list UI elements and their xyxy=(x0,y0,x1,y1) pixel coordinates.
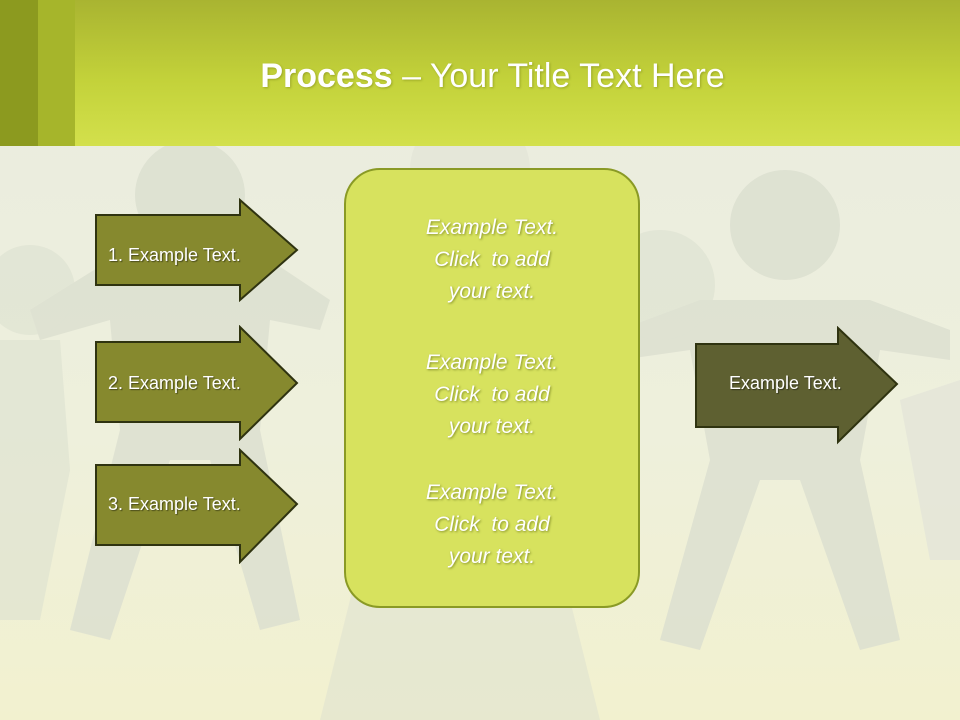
banner-stripe xyxy=(38,0,75,146)
slide-title[interactable]: Process – Your Title Text Here xyxy=(0,54,960,98)
center-text-line: your text. xyxy=(448,545,536,568)
banner-stripe xyxy=(0,0,38,146)
right-arrow-label: Example Text. xyxy=(729,373,842,393)
center-text-box[interactable] xyxy=(344,168,640,608)
center-text-line: Click to add xyxy=(434,513,550,536)
center-text-line: Click to add xyxy=(434,383,550,406)
title-rest-text: – Your Title Text Here xyxy=(392,57,725,95)
center-text-line: Example Text. xyxy=(425,216,559,239)
center-text-block-3: Example Text. Click to add your text. xyxy=(344,477,640,573)
arrow-label-2: 2. Example Text. xyxy=(108,373,241,393)
arrow-shape-2[interactable] xyxy=(94,325,300,441)
title-banner xyxy=(0,0,960,146)
arrow-shape-1[interactable] xyxy=(94,198,300,302)
center-text-line: Click to add xyxy=(434,248,550,271)
center-text-line: your text. xyxy=(448,415,536,438)
center-text-line: your text. xyxy=(448,280,536,303)
arrow-label-1: 1. Example Text. xyxy=(108,245,241,265)
center-text-line: Example Text. xyxy=(425,481,559,504)
arrow-shape-3[interactable] xyxy=(94,448,300,564)
right-arrow-shape[interactable] xyxy=(694,326,900,446)
center-text-block-2: Example Text. Click to add your text. xyxy=(344,347,640,443)
arrow-label-3: 3. Example Text. xyxy=(108,494,241,514)
center-text-line: Example Text. xyxy=(425,351,559,374)
title-bold-text: Process xyxy=(260,57,393,95)
center-text-block-1: Example Text. Click to add your text. xyxy=(344,212,640,308)
